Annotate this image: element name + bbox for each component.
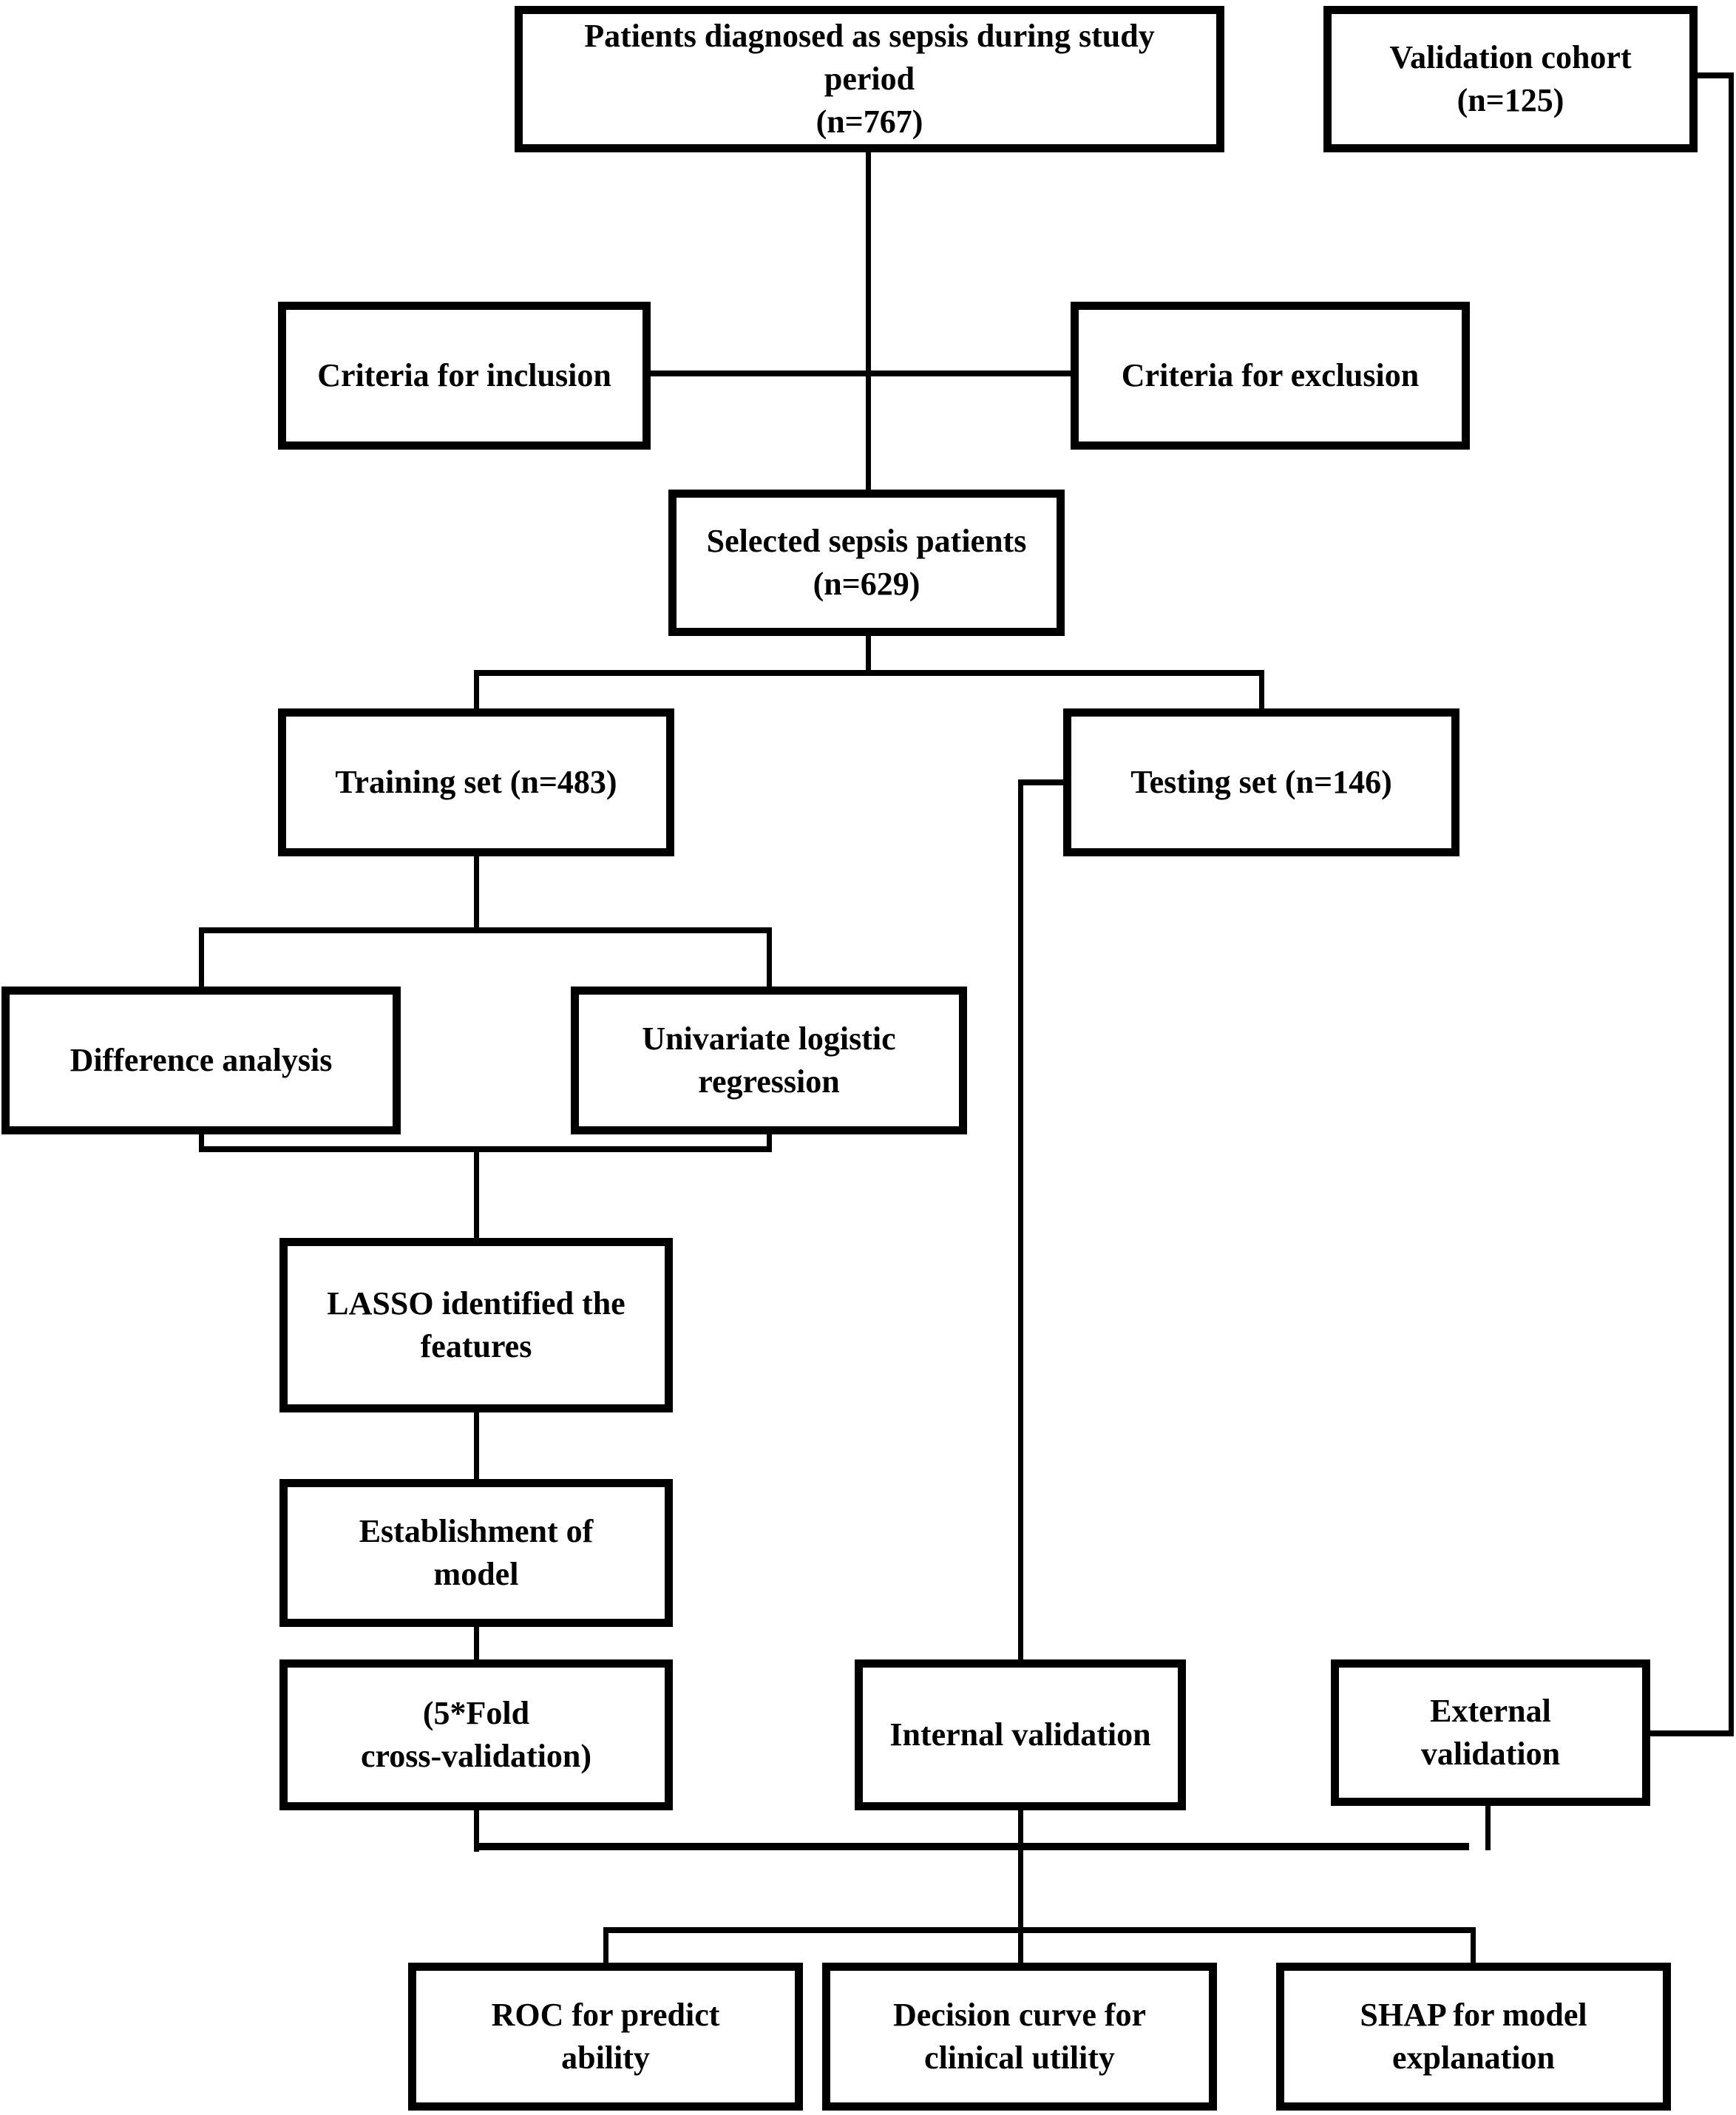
node-text-line: LASSO identified the	[327, 1285, 625, 1322]
node-criteria-exclusion: Criteria for exclusion	[1071, 302, 1470, 450]
edge-validation-rail-top	[1698, 72, 1734, 78]
node-shap-explanation: SHAP for model explanation	[1276, 1963, 1671, 2111]
edge-merge-analysis	[199, 1146, 772, 1152]
edge-roc-leg	[603, 1927, 608, 1963]
node-text-line: External	[1430, 1692, 1551, 1729]
node-text-line: regression	[698, 1063, 840, 1100]
edge-patients-to-selected	[866, 152, 871, 490]
node-text-line: Selected sepsis patients	[706, 522, 1027, 559]
edge-split-test-leg	[1259, 670, 1264, 708]
node-text-line: Patients diagnosed as sepsis during stud…	[584, 17, 1155, 54]
edge-univariate-out-leg	[767, 1134, 772, 1152]
edge-merge-validation	[474, 1843, 1469, 1850]
node-text-line: Training set (n=483)	[335, 763, 617, 800]
edge-decision-leg	[1018, 1927, 1023, 1963]
edge-split-train-test	[474, 670, 1264, 676]
node-text-line: ability	[561, 2040, 650, 2076]
node-text-line: Univariate logistic	[642, 1020, 896, 1057]
node-text-line: clinical utility	[924, 2040, 1115, 2076]
node-text-line: (5*Fold	[422, 1694, 530, 1731]
node-validation-cohort: Validation cohort (n=125)	[1323, 6, 1698, 152]
node-text-line: period	[824, 60, 915, 97]
edge-external-out-leg	[1485, 1806, 1491, 1850]
node-text-line: Validation cohort	[1389, 38, 1632, 75]
edge-fivefold-out-leg	[474, 1810, 479, 1852]
edge-validation-rail-to-external	[1650, 1730, 1734, 1736]
node-text-line: SHAP for model	[1360, 1996, 1587, 2033]
node-text-line: Establishment of	[359, 1512, 594, 1549]
node-decision-curve: Decision curve for clinical utility	[822, 1963, 1217, 2111]
node-testing-set: Testing set (n=146)	[1063, 708, 1459, 856]
node-selected-patients: Selected sepsis patients (n=629)	[668, 490, 1065, 636]
edge-establishment-to-fivefold	[474, 1627, 479, 1659]
node-training-set: Training set (n=483)	[278, 708, 674, 856]
edge-validation-rail	[1729, 72, 1734, 1736]
edge-difference-leg	[199, 927, 204, 987]
edge-internal-to-results	[1018, 1810, 1023, 1933]
node-univariate-logistic: Univariate logistic regression	[571, 987, 967, 1134]
node-patients-diagnosed: Patients diagnosed as sepsis during stud…	[515, 6, 1224, 152]
edge-selected-leg	[866, 636, 871, 676]
node-criteria-inclusion: Criteria for inclusion	[278, 302, 651, 450]
edge-inclusion-exclusion-cross	[651, 370, 1071, 376]
node-text-line: cross-validation)	[360, 1738, 592, 1774]
edge-shap-leg	[1471, 1927, 1476, 1963]
node-text-line: Internal validation	[889, 1716, 1151, 1753]
node-text-line: model	[433, 1556, 519, 1592]
node-fivefold-cross-validation: (5*Fold cross-validation)	[279, 1659, 673, 1810]
node-establishment-model: Establishment of model	[279, 1479, 673, 1627]
node-internal-validation: Internal validation	[855, 1659, 1186, 1810]
node-difference-analysis: Difference analysis	[1, 987, 401, 1134]
node-text-line: Decision curve for	[892, 1996, 1147, 2033]
node-external-validation: External validation	[1331, 1659, 1650, 1806]
node-text-line: explanation	[1391, 2040, 1556, 2076]
edge-testing-jog	[1018, 779, 1063, 785]
edge-lasso-to-establishment	[474, 1412, 479, 1479]
node-text-line: Criteria for inclusion	[317, 356, 611, 393]
node-text-line: features	[420, 1328, 532, 1364]
node-text-line: validation	[1420, 1736, 1561, 1772]
edge-difference-out-leg	[199, 1134, 204, 1152]
edge-split-results	[603, 1927, 1476, 1933]
edge-merge-to-lasso	[474, 1152, 479, 1238]
node-text-line: (n=767)	[816, 104, 923, 141]
edge-training-leg	[474, 856, 479, 933]
edge-univariate-leg	[767, 927, 772, 987]
node-text-line: (n=629)	[813, 566, 920, 602]
node-text-line: Criteria for exclusion	[1121, 356, 1420, 393]
node-text-line: ROC for predict	[491, 1996, 720, 2033]
edge-split-analysis	[199, 927, 772, 933]
node-lasso-features: LASSO identified the features	[279, 1238, 673, 1412]
node-text-line: Difference analysis	[69, 1041, 333, 1078]
node-text-line: (n=125)	[1457, 82, 1564, 118]
edge-testing-to-internal	[1018, 779, 1023, 1659]
node-roc-predict-ability: ROC for predict ability	[408, 1963, 803, 2111]
edge-split-train-leg	[474, 670, 479, 708]
node-text-line: Testing set (n=146)	[1130, 763, 1392, 800]
